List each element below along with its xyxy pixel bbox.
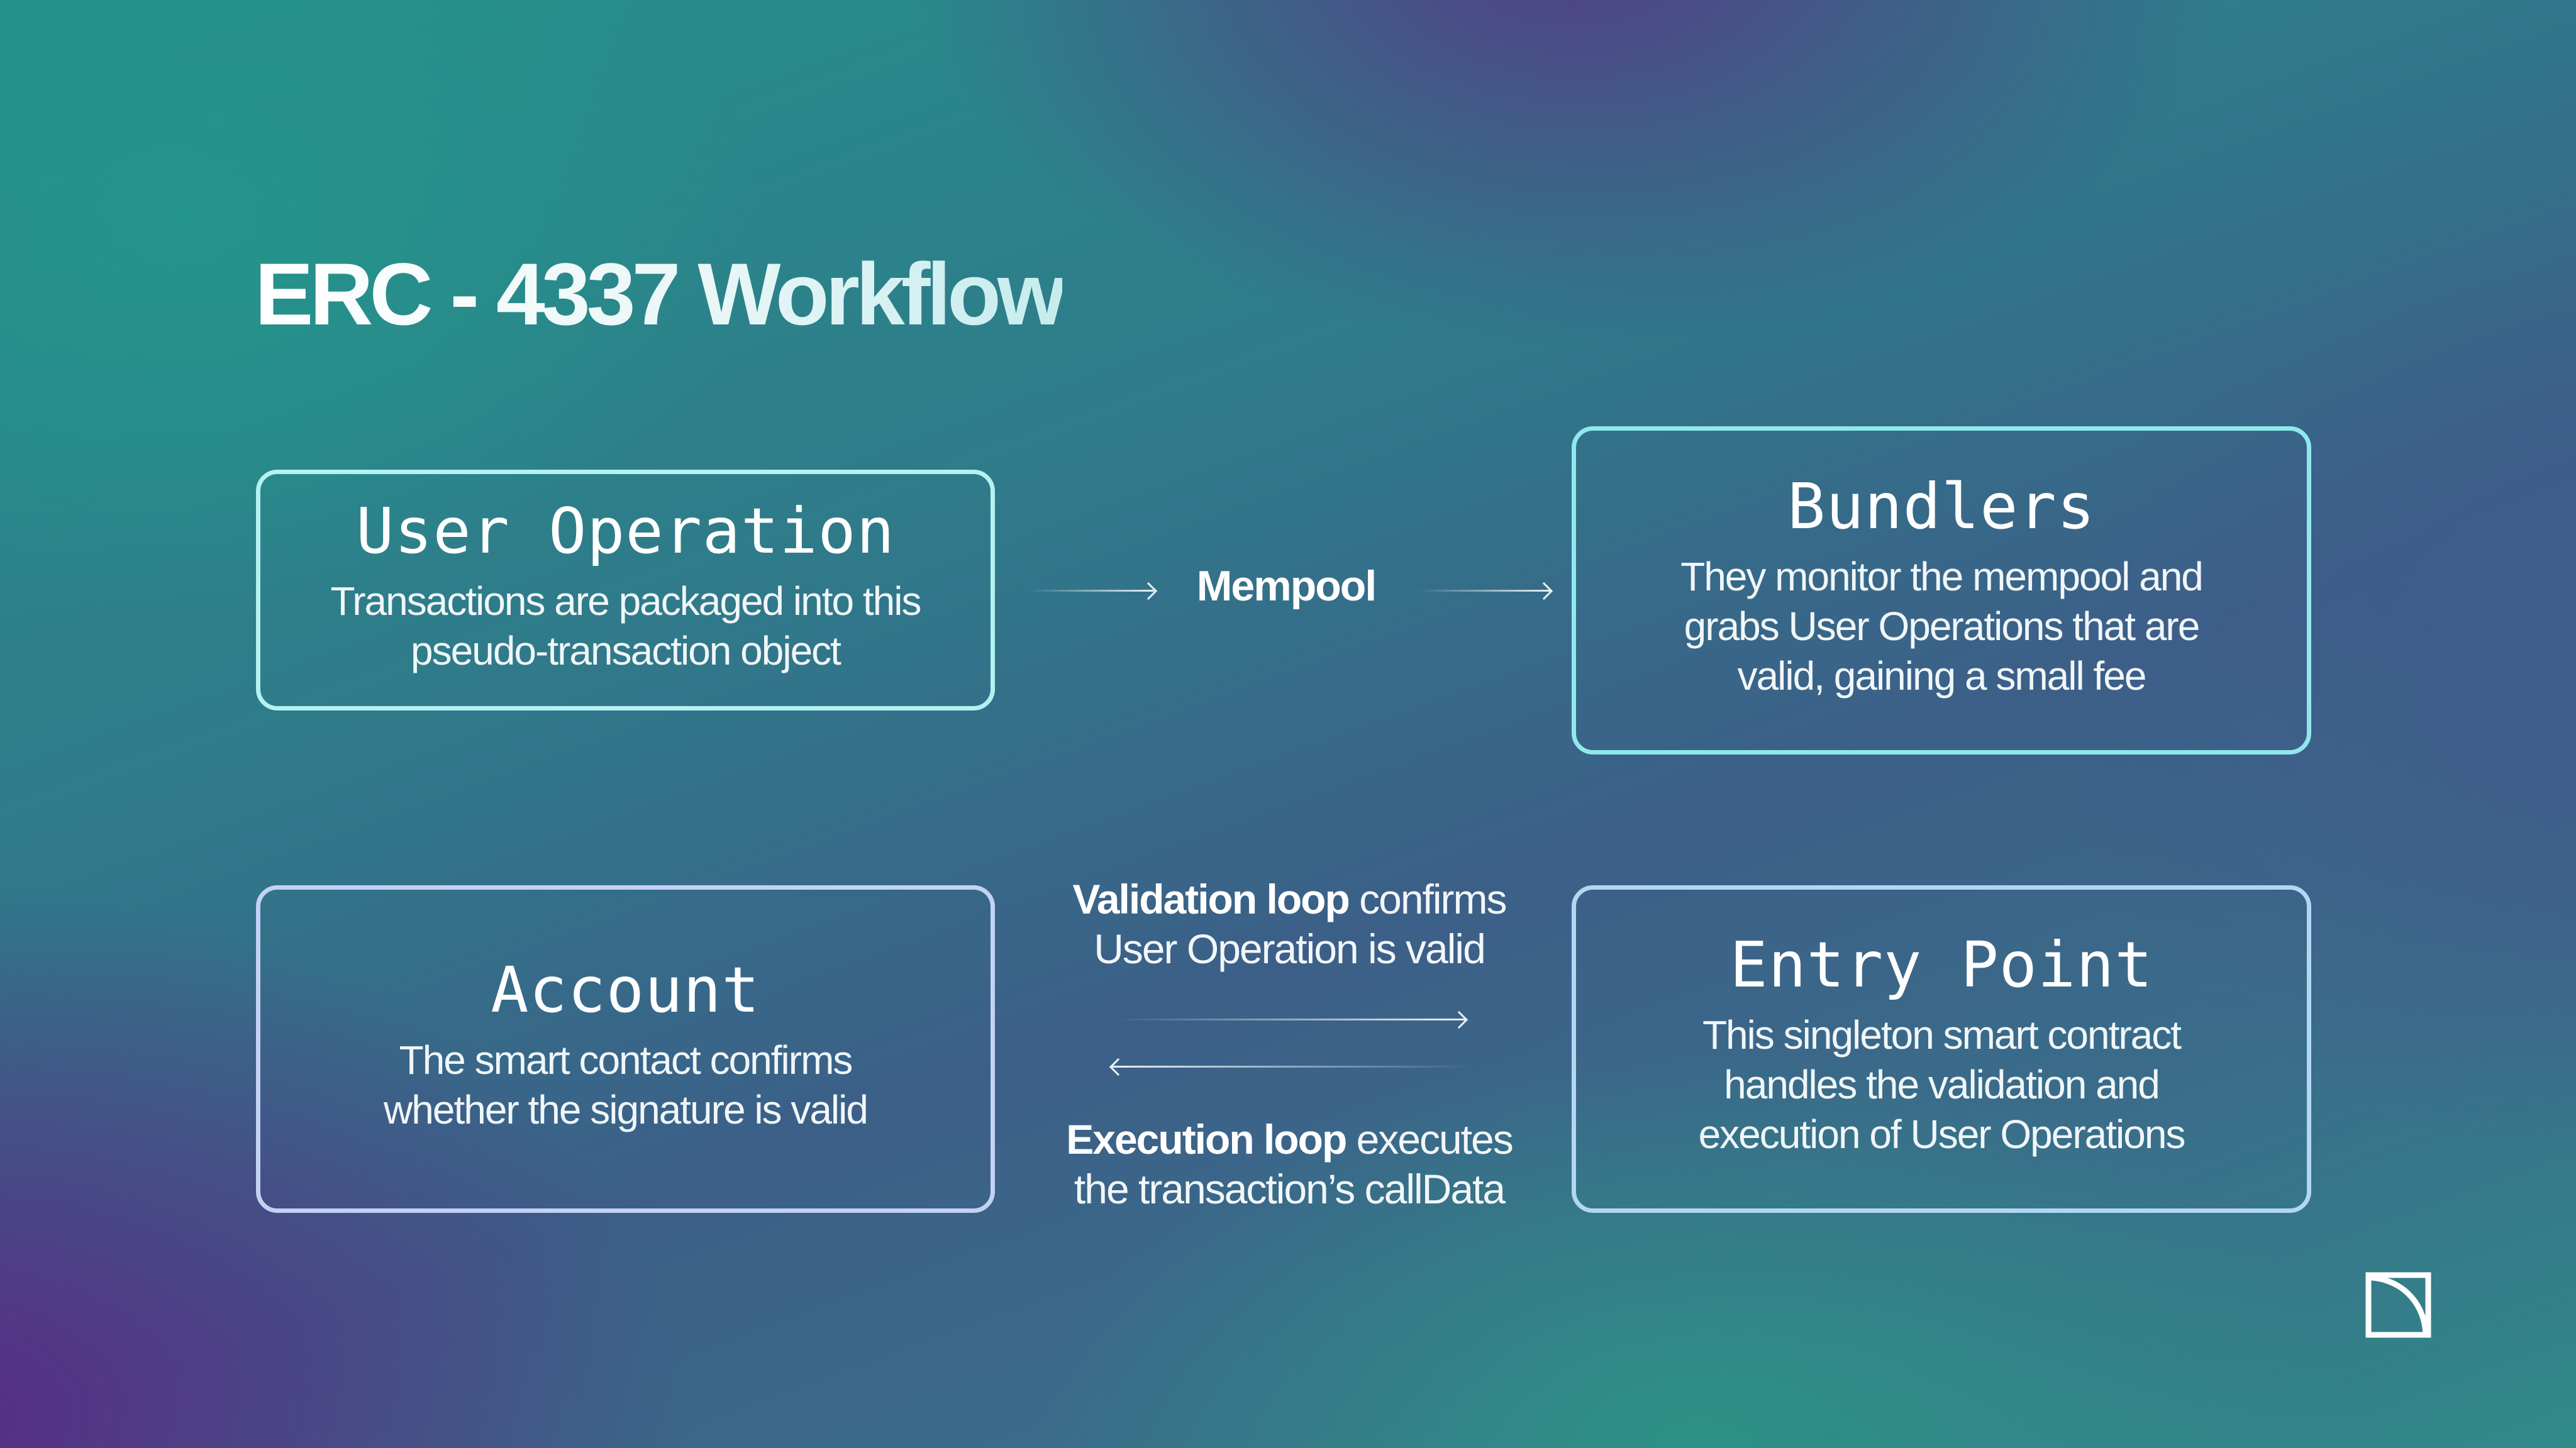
arrow-user-operation-to-mempool	[1028, 590, 1154, 592]
validation-loop-line2: User Operation is valid	[1094, 926, 1486, 972]
description-line: execution of User Operations	[1698, 1112, 2186, 1157]
page-title: ERC - 4337 Workflow	[255, 245, 1066, 343]
entry-point-description: This singleton smart contract handles th…	[1698, 1010, 2186, 1159]
description-line: Transactions are packaged into this	[330, 578, 922, 624]
description-line: This singleton smart contract	[1702, 1012, 2182, 1058]
description-line: valid, gaining a small fee	[1737, 653, 2147, 699]
validation-loop-arrow	[1113, 1019, 1465, 1020]
description-line: They monitor the mempool and	[1680, 553, 2204, 599]
user-operation-description: Transactions are packaged into this pseu…	[330, 577, 922, 676]
validation-loop-rest: confirms	[1348, 876, 1507, 922]
description-line: handles the validation and	[1724, 1062, 2160, 1107]
bundlers-title: Bundlers	[1787, 469, 2096, 543]
validation-loop-text: Validation loop confirms User Operation …	[1019, 875, 1560, 974]
execution-loop-rest: executes	[1346, 1116, 1514, 1163]
description-line: whether the signature is valid	[384, 1086, 869, 1132]
execution-loop-text: Execution loop executes the transaction’…	[1019, 1115, 1560, 1214]
description-line: grabs User Operations that are	[1684, 603, 2201, 649]
user-operation-card: User Operation Transactions are packaged…	[256, 470, 995, 710]
account-description: The smart contact confirms whether the s…	[384, 1036, 869, 1135]
description-line: pseudo-transaction object	[411, 627, 841, 673]
execution-loop-arrow	[1112, 1066, 1472, 1068]
validation-loop-line: Validation loop confirms	[1072, 876, 1507, 922]
user-operation-title: User Operation	[356, 494, 895, 568]
entry-point-card: Entry Point This singleton smart contrac…	[1572, 885, 2311, 1213]
execution-loop-line: Execution loop executes	[1066, 1116, 1514, 1163]
bundlers-description: They monitor the mempool and grabs User …	[1680, 552, 2204, 701]
bundlers-card: Bundlers They monitor the mempool and gr…	[1572, 426, 2311, 754]
validation-loop-bold: Validation loop	[1072, 876, 1350, 922]
arrow-mempool-to-bundlers	[1418, 590, 1550, 592]
entry-point-title: Entry Point	[1729, 928, 2153, 1002]
account-title: Account	[491, 953, 760, 1027]
corner-curve-logo-icon	[2365, 1272, 2431, 1338]
mempool-label: Mempool	[1196, 562, 1377, 610]
account-card: Account The smart contact confirms wheth…	[256, 885, 995, 1213]
execution-loop-bold: Execution loop	[1066, 1116, 1347, 1163]
description-line: The smart contact confirms	[399, 1037, 853, 1083]
execution-loop-line2: the transaction’s callData	[1074, 1166, 1506, 1212]
